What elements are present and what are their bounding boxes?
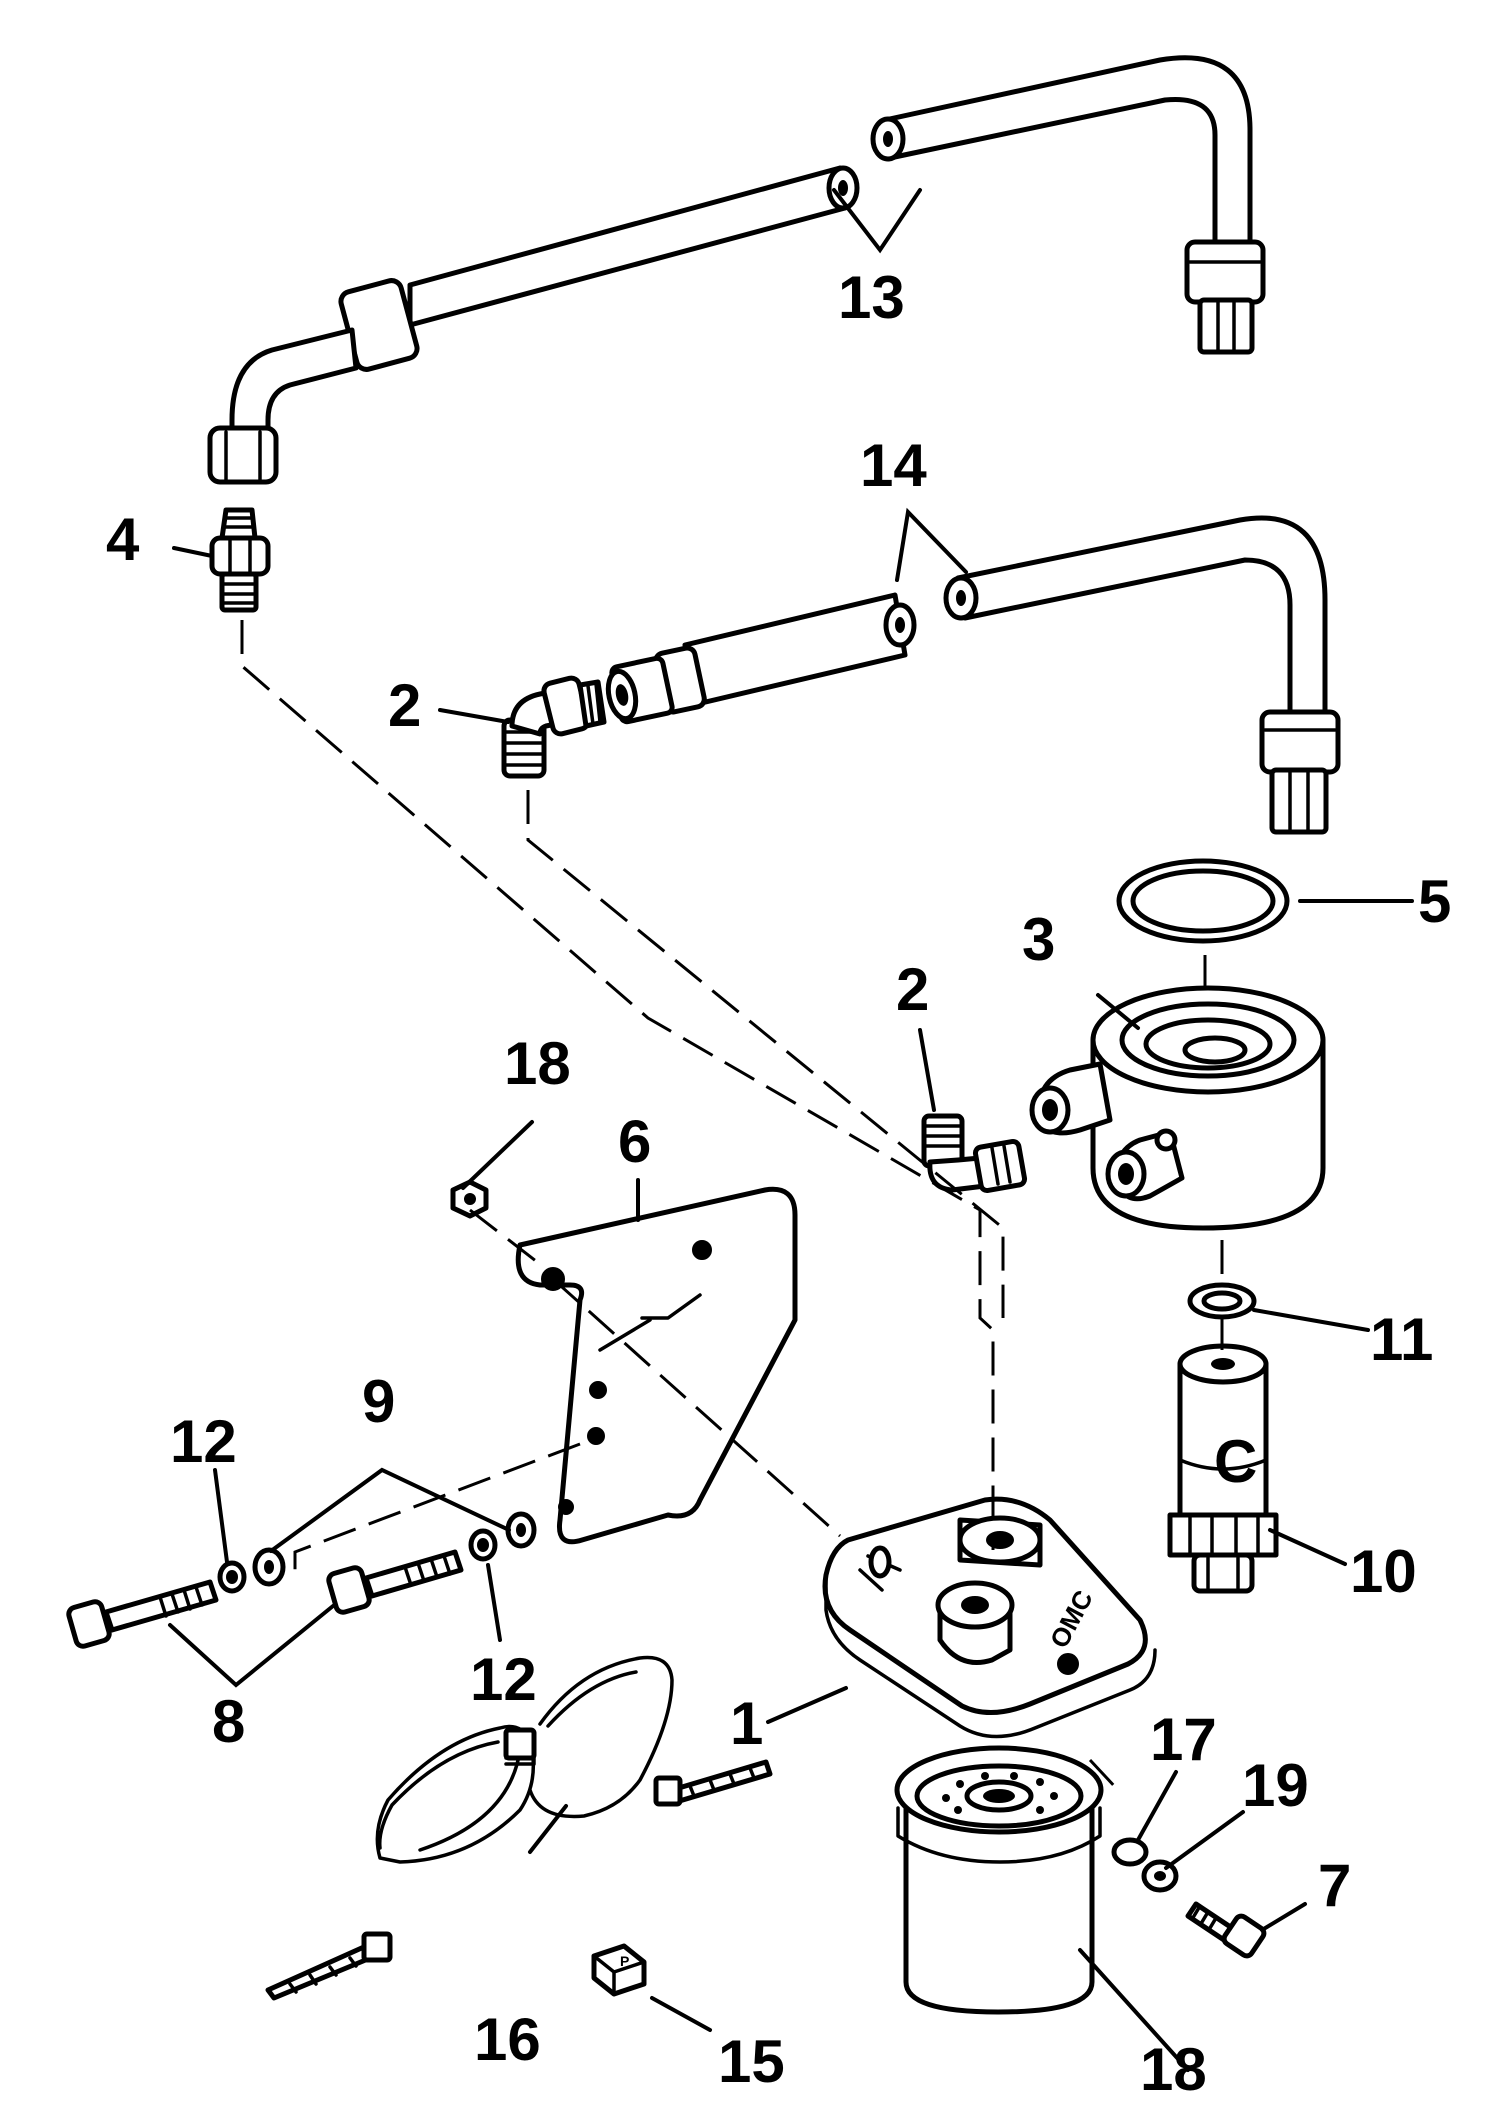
bolt-7	[1185, 1901, 1267, 1959]
callout-labels: 13 14 4 2 5 3 2 18 6 11 9 12 10 12 8 1 1…	[106, 264, 1451, 2103]
callout-5: 5	[1418, 868, 1451, 935]
callout-3: 3	[1022, 906, 1055, 973]
callout-17: 17	[1150, 1706, 1217, 1773]
callout-11: 11	[1370, 1306, 1433, 1373]
callout-16: 16	[474, 2006, 541, 2073]
callout-18-lower: 18	[1140, 2036, 1207, 2103]
callout-12-right: 12	[470, 1646, 537, 1713]
callout-14: 14	[860, 432, 927, 499]
washer-9-right	[505, 1511, 537, 1549]
filter-adapter-3	[1029, 985, 1326, 1231]
callout-2-upper: 2	[388, 672, 421, 739]
filter-base-1: OMC	[822, 1496, 1157, 1739]
nut-12-left	[217, 1560, 247, 1594]
cable-tie-16	[265, 1655, 773, 2001]
leader-lines	[168, 188, 1414, 2072]
nut-12-right	[468, 1528, 498, 1562]
callout-10: 10	[1350, 1538, 1417, 1605]
elbow-fitting-2-upper	[501, 675, 607, 779]
sensor-10: C	[1167, 1343, 1279, 1594]
clip-marking: P	[620, 1953, 629, 1969]
oil-filter-18	[894, 1745, 1104, 2015]
callout-13: 13	[838, 264, 905, 331]
washer-11	[1187, 1282, 1257, 1320]
callout-1: 1	[730, 1690, 763, 1757]
callout-9: 9	[362, 1368, 395, 1435]
callout-18-upper: 18	[504, 1030, 571, 1097]
clip-15: P	[591, 1943, 647, 1997]
callout-15: 15	[718, 2028, 785, 2095]
washer-9-left	[252, 1547, 286, 1587]
elbow-fitting-2-right	[921, 1113, 1028, 1194]
callout-7: 7	[1318, 1852, 1351, 1919]
callout-19: 19	[1242, 1752, 1309, 1819]
bracket-6	[515, 1186, 798, 1545]
callout-2-right: 2	[896, 956, 929, 1023]
connector-4	[209, 507, 271, 613]
washer-17	[1111, 1837, 1149, 1867]
callout-4: 4	[106, 506, 140, 573]
sensor-marking: C	[1214, 1428, 1257, 1495]
bolt-8-right	[326, 1549, 464, 1615]
oil-line-13	[207, 55, 1266, 485]
callout-8: 8	[212, 1688, 245, 1755]
o-ring-5	[1116, 858, 1290, 944]
bolt-8-left	[66, 1579, 219, 1649]
oil-line-14	[605, 515, 1341, 835]
callout-12-left: 12	[170, 1408, 237, 1475]
callout-6: 6	[618, 1108, 651, 1175]
assembly-dashed-lines	[240, 620, 1224, 1792]
